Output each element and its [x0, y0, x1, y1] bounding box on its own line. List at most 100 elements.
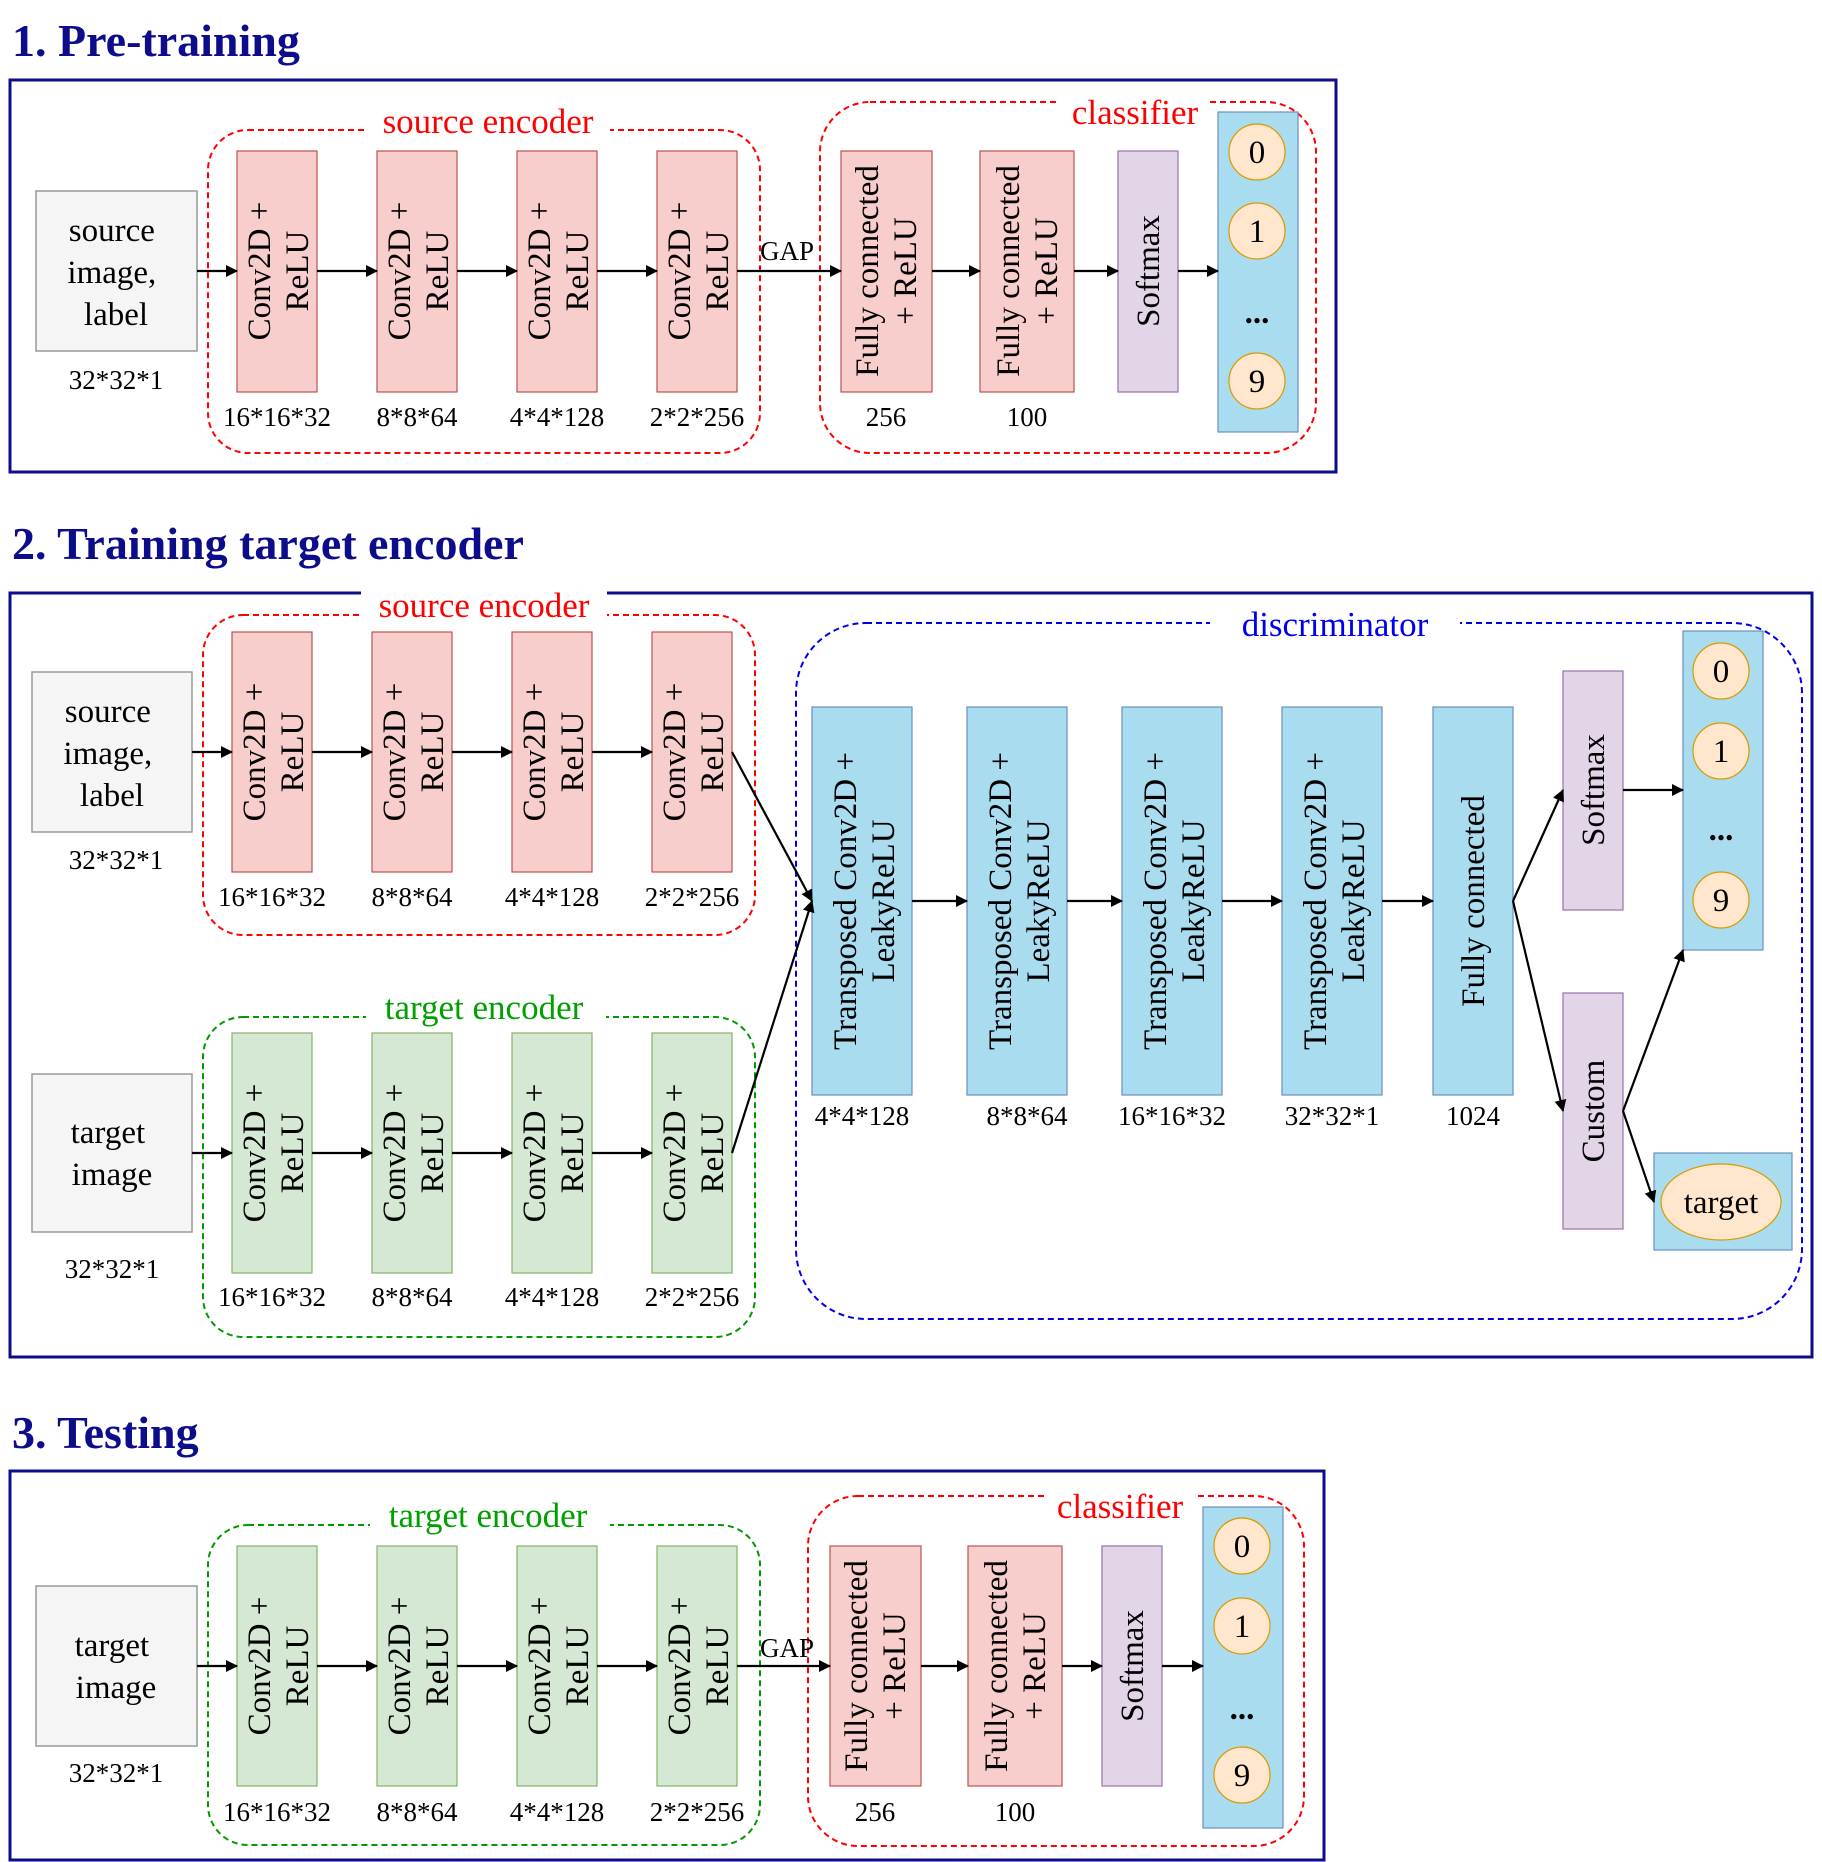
ellipsis: ... — [1709, 812, 1734, 848]
svg-text:Conv2D +ReLU: Conv2D +ReLU — [377, 1084, 451, 1223]
digit-node: 9 — [1228, 352, 1286, 410]
section-title-testing: 3. Testing — [12, 1407, 199, 1458]
group-label-mask — [1210, 608, 1460, 644]
section-title-pretraining: 1. Pre-training — [12, 15, 300, 66]
group-label-mask — [366, 104, 610, 140]
svg-text:0: 0 — [1234, 1529, 1251, 1565]
transposed-conv-block: Transposed Conv2D +LeakyReLU — [811, 706, 913, 1096]
svg-text:Conv2D +ReLU: Conv2D +ReLU — [242, 202, 316, 341]
svg-text:Conv2D +ReLU: Conv2D +ReLU — [237, 683, 311, 822]
group-label-mask — [370, 1498, 610, 1534]
dim-label: 8*8*64 — [987, 1101, 1069, 1131]
svg-text:Fully connected+ ReLU: Fully connected+ ReLU — [839, 1560, 913, 1772]
conv-block: Conv2D +ReLU — [231, 1032, 313, 1274]
svg-text:Conv2D +ReLU: Conv2D +ReLU — [662, 1597, 736, 1736]
svg-text:9: 9 — [1234, 1758, 1251, 1794]
group-label-mask — [361, 588, 607, 624]
dim-label: 8*8*64 — [377, 402, 459, 432]
svg-text:1: 1 — [1249, 214, 1266, 250]
svg-text:target: target — [1684, 1185, 1759, 1221]
digit-node: 9 — [1692, 871, 1750, 929]
source-encoder-label: source encoder — [379, 586, 590, 625]
source-encoder-label: source encoder — [383, 102, 594, 141]
arrows-training — [192, 746, 1685, 1203]
softmax-block: Softmax — [1562, 670, 1624, 911]
svg-text:1: 1 — [1234, 1609, 1251, 1645]
svg-text:Conv2D +ReLU: Conv2D +ReLU — [517, 1084, 591, 1223]
target-image-input-label: target image — [75, 1628, 158, 1706]
svg-text:Custom: Custom — [1576, 1059, 1612, 1162]
digit-node: 1 — [1692, 722, 1750, 780]
svg-text:Softmax: Softmax — [1115, 1610, 1151, 1722]
svg-text:Conv2D +ReLU: Conv2D +ReLU — [242, 1597, 316, 1736]
dim-label: 4*4*128 — [510, 402, 605, 432]
target-encoder-label: target encoder — [389, 1496, 588, 1535]
training-frame — [8, 591, 1814, 1359]
conv-block: Conv2D +ReLU — [516, 1545, 598, 1787]
svg-text:Softmax: Softmax — [1131, 215, 1167, 327]
testing-frame — [8, 1469, 1326, 1862]
classifier-group — [819, 101, 1317, 454]
dim-label: 2*2*256 — [645, 1282, 740, 1312]
input-dim-label: 32*32*1 — [69, 1758, 164, 1788]
conv-block: Conv2D +ReLU — [236, 150, 318, 393]
ellipsis: ... — [1230, 1691, 1255, 1727]
fc-relu-block: Fully connected+ ReLU — [967, 1545, 1063, 1787]
svg-text:Conv2D +ReLU: Conv2D +ReLU — [657, 1084, 731, 1223]
svg-text:Fully connected+ ReLU: Fully connected+ ReLU — [850, 165, 924, 377]
transposed-conv-block: Transposed Conv2D +LeakyReLU — [966, 706, 1068, 1096]
transposed-conv-block: Transposed Conv2D +LeakyReLU — [1281, 706, 1383, 1096]
dim-label: 16*16*32 — [223, 402, 331, 432]
section-title-training: 2. Training target encoder — [12, 518, 524, 569]
dim-label: 16*16*32 — [1118, 1101, 1226, 1131]
softmax-block: Softmax — [1117, 150, 1179, 393]
source-image-input-label: source image, label — [67, 213, 164, 333]
conv-block: Conv2D +ReLU — [511, 1032, 593, 1274]
svg-text:Conv2D +ReLU: Conv2D +ReLU — [382, 1597, 456, 1736]
conv-block: Conv2D +ReLU — [371, 1032, 453, 1274]
gap-label: GAP — [760, 1633, 814, 1663]
digit-node: 0 — [1692, 642, 1750, 700]
discriminator-label: discriminator — [1242, 605, 1429, 644]
svg-text:Conv2D +ReLU: Conv2D +ReLU — [237, 1084, 311, 1223]
target-encoder-label: target encoder — [385, 988, 584, 1027]
digit-node: 1 — [1213, 1597, 1271, 1655]
conv-block: Conv2D +ReLU — [656, 1545, 738, 1787]
svg-text:0: 0 — [1713, 654, 1730, 690]
fc-relu-block: Fully connected+ ReLU — [829, 1545, 922, 1787]
fully-connected-block: Fully connected — [1432, 706, 1514, 1096]
dim-label: 8*8*64 — [372, 882, 454, 912]
dim-label: 4*4*128 — [510, 1797, 605, 1827]
digit-node: 9 — [1213, 1746, 1271, 1804]
digit-node: 0 — [1228, 123, 1286, 181]
target-image-input — [31, 1073, 193, 1233]
conv-block: Conv2D +ReLU — [516, 150, 598, 393]
svg-text:Transposed Conv2D +LeakyReLU: Transposed Conv2D +LeakyReLU — [983, 752, 1057, 1050]
ellipsis: ... — [1245, 295, 1270, 331]
classifier-label: classifier — [1057, 1487, 1184, 1526]
dim-label: 256 — [855, 1797, 896, 1827]
svg-text:0: 0 — [1249, 135, 1266, 171]
svg-text:9: 9 — [1713, 883, 1730, 919]
svg-text:Softmax: Softmax — [1576, 734, 1612, 846]
dim-label: 32*32*1 — [1285, 1101, 1380, 1131]
source-image-input — [31, 671, 193, 833]
conv-block: Conv2D +ReLU — [371, 631, 453, 873]
dim-label: 1024 — [1446, 1101, 1501, 1131]
svg-text:Fully connected+ ReLU: Fully connected+ ReLU — [991, 165, 1065, 377]
classifier-group — [807, 1495, 1305, 1847]
svg-text:Transposed Conv2D +LeakyReLU: Transposed Conv2D +LeakyReLU — [1138, 752, 1212, 1050]
input-dim-label: 32*32*1 — [69, 365, 164, 395]
digit-node: 1 — [1228, 202, 1286, 260]
svg-text:Conv2D +ReLU: Conv2D +ReLU — [377, 683, 451, 822]
dim-label: 2*2*256 — [645, 882, 740, 912]
dim-label: 256 — [866, 402, 907, 432]
dim-label: 100 — [1007, 402, 1048, 432]
svg-text:1: 1 — [1713, 734, 1730, 770]
svg-text:Fully connected+ ReLU: Fully connected+ ReLU — [979, 1560, 1053, 1772]
conv-block: Conv2D +ReLU — [511, 631, 593, 873]
dim-label: 4*4*128 — [505, 1282, 600, 1312]
group-label-mask — [366, 990, 606, 1026]
conv-block: Conv2D +ReLU — [376, 150, 458, 393]
